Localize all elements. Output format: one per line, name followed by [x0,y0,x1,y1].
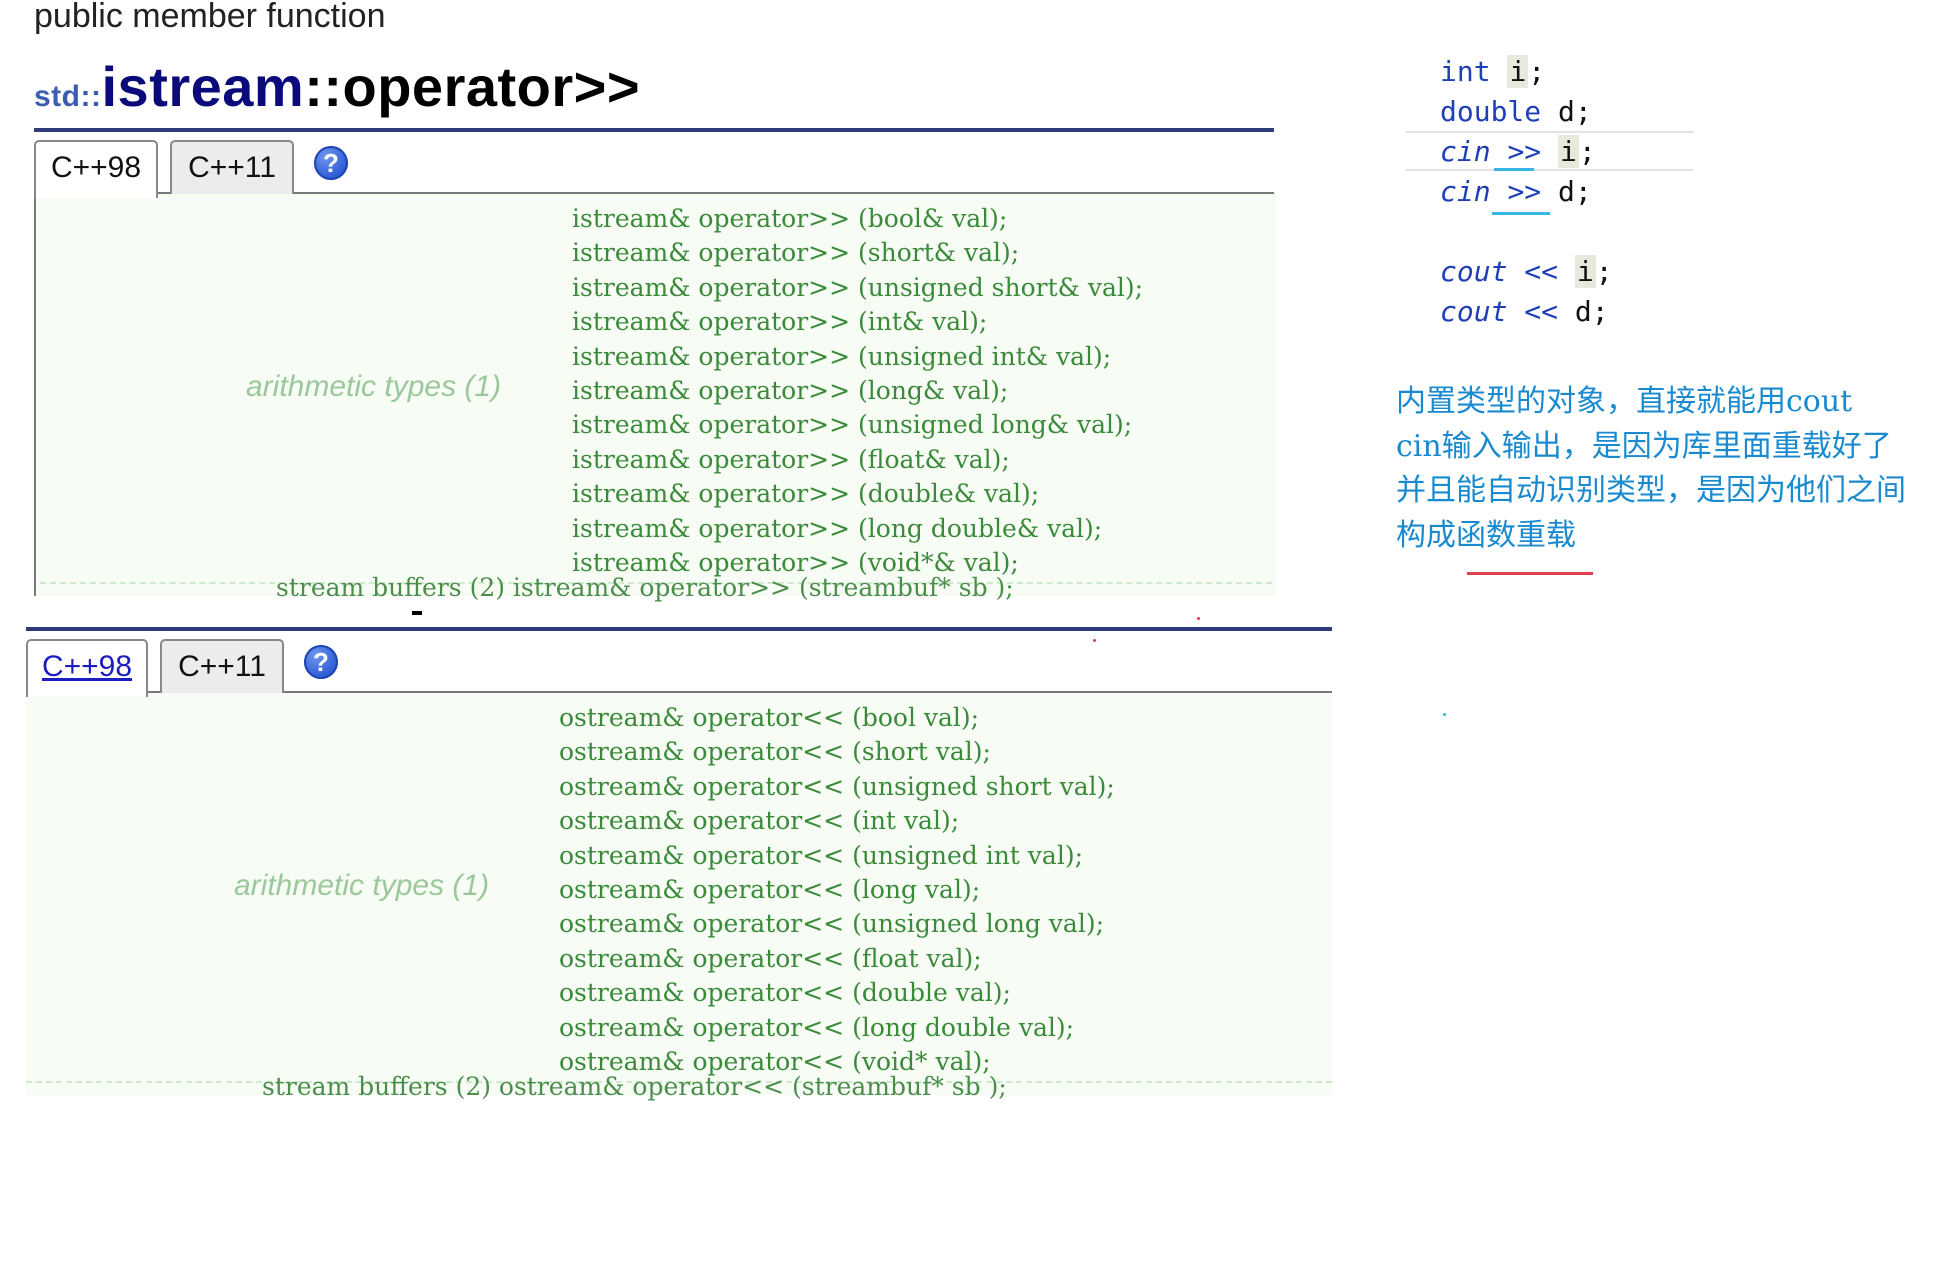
signature-row: istream& operator>> (bool& val); [572,204,1008,233]
tabbar-baseline [26,691,1332,693]
signature-row: istream& operator>> (unsigned int& val); [572,341,1112,371]
help-icon[interactable]: ? [314,146,348,180]
ostream-tabbar: C++98 C++11 ? [26,635,1332,697]
istream-tabbar: C++98 C++11 ? [34,136,1274,198]
tab-cpp11-label: C++11 [178,650,266,683]
code-line-double-decl: double d; [1440,95,1592,128]
cut-off-row: stream buffers (2) istream& operator>> (… [276,573,1014,602]
note-line: 并且能自动识别类型，是因为他们之间 [1396,473,1906,508]
istream-signature-panel: arithmetic types (1) istream& operator>>… [34,194,1276,602]
tab-cpp98[interactable]: C++98 [34,140,158,198]
note-line: cin输入输出，是因为库里面重载好了 [1396,428,1892,464]
stray-mark [412,611,422,615]
signature-row: ostream& operator<< (short val); [559,737,991,767]
signature-row: istream& operator>> (int& val); [572,307,988,337]
signature-row: ostream& operator<< (float val); [559,943,982,973]
signature-row: ostream& operator<< (unsigned short val)… [559,771,1115,801]
note-line: 构成函数重载 [1396,517,1576,553]
note-line: 内置类型的对象，直接就能用cout [1396,384,1853,419]
signature-row: ostream& operator<< (bool val); [559,703,980,732]
code-line-cout-d: cout << d; [1440,295,1609,328]
title-namespace: std:: [34,80,102,113]
operator-underline [1492,212,1550,215]
signature-row: ostream& operator<< (void* val); [559,1046,991,1076]
code-line-int-decl: int i; [1440,55,1546,88]
title-member: ::operator>> [304,55,641,118]
title-rule [34,128,1274,132]
signature-row: istream& operator>> (long& val); [572,375,1009,405]
tab-cpp11-label: C++11 [188,151,276,184]
stray-dot [1093,639,1096,642]
signature-row: ostream& operator<< (unsigned int val); [559,840,1083,870]
signature-row: ostream& operator<< (long double val); [559,1012,1075,1042]
arithmetic-types-label: arithmetic types (1) [234,869,490,902]
signature-row: ostream& operator<< (double val); [559,978,1011,1008]
signature-row: istream& operator>> (unsigned short& val… [572,272,1144,302]
code-line-cout-i: cout << i; [1440,255,1613,288]
code-line-cin-i: cin >> i; [1440,135,1596,168]
ostream-signature-list: ostream& operator<< (bool val); ostream&… [559,701,1115,1079]
signature-row: ostream& operator<< (long val); [559,874,981,904]
section-kicker: public member function [34,0,386,35]
title-class: istream [101,55,305,118]
operator-underline [1494,168,1534,171]
cut-off-row: stream buffers (2) ostream& operator<< (… [262,1072,1007,1101]
signature-row: istream& operator>> (short& val); [572,238,1020,268]
signature-row: ostream& operator<< (unsigned long val); [559,909,1105,939]
stray-dot [1197,617,1200,620]
red-underline-mark [1467,572,1593,575]
signature-row: istream& operator>> (void*& val); [572,547,1019,577]
row-separator [40,582,1272,584]
annotation-note: 内置类型的对象，直接就能用cout cin输入输出，是因为库里面重载好了 并且能… [1396,380,1960,558]
tabbar-baseline [34,192,1274,194]
signature-row: istream& operator>> (double& val); [572,479,1040,509]
signature-row: istream& operator>> (unsigned long& val)… [572,410,1133,440]
code-line-cin-d: cin >> d; [1440,175,1592,208]
signature-row: istream& operator>> (float& val); [572,444,1010,474]
ostream-signature-panel: arithmetic types (1) ostream& operator<<… [26,693,1332,1101]
stray-dot [1443,713,1446,716]
istream-signature-list: istream& operator>> (bool& val); istream… [572,202,1143,580]
help-icon[interactable]: ? [304,645,338,679]
row-separator [26,1081,1332,1083]
tab-cpp11[interactable]: C++11 [160,639,284,693]
tab-cpp11[interactable]: C++11 [170,140,294,194]
page-title: std::istream::operator>> [34,54,640,119]
ostream-rule [26,627,1332,631]
editor-row-highlight-top [1406,131,1694,133]
tab-cpp98-label: C++98 [41,650,133,683]
tab-cpp98-label: C++98 [50,151,142,184]
signature-row: ostream& operator<< (int val); [559,806,960,836]
editor-row-highlight-bottom [1406,169,1694,171]
arithmetic-types-label: arithmetic types (1) [246,370,502,403]
signature-row: istream& operator>> (long double& val); [572,513,1103,543]
tab-cpp98[interactable]: C++98 [26,639,148,697]
